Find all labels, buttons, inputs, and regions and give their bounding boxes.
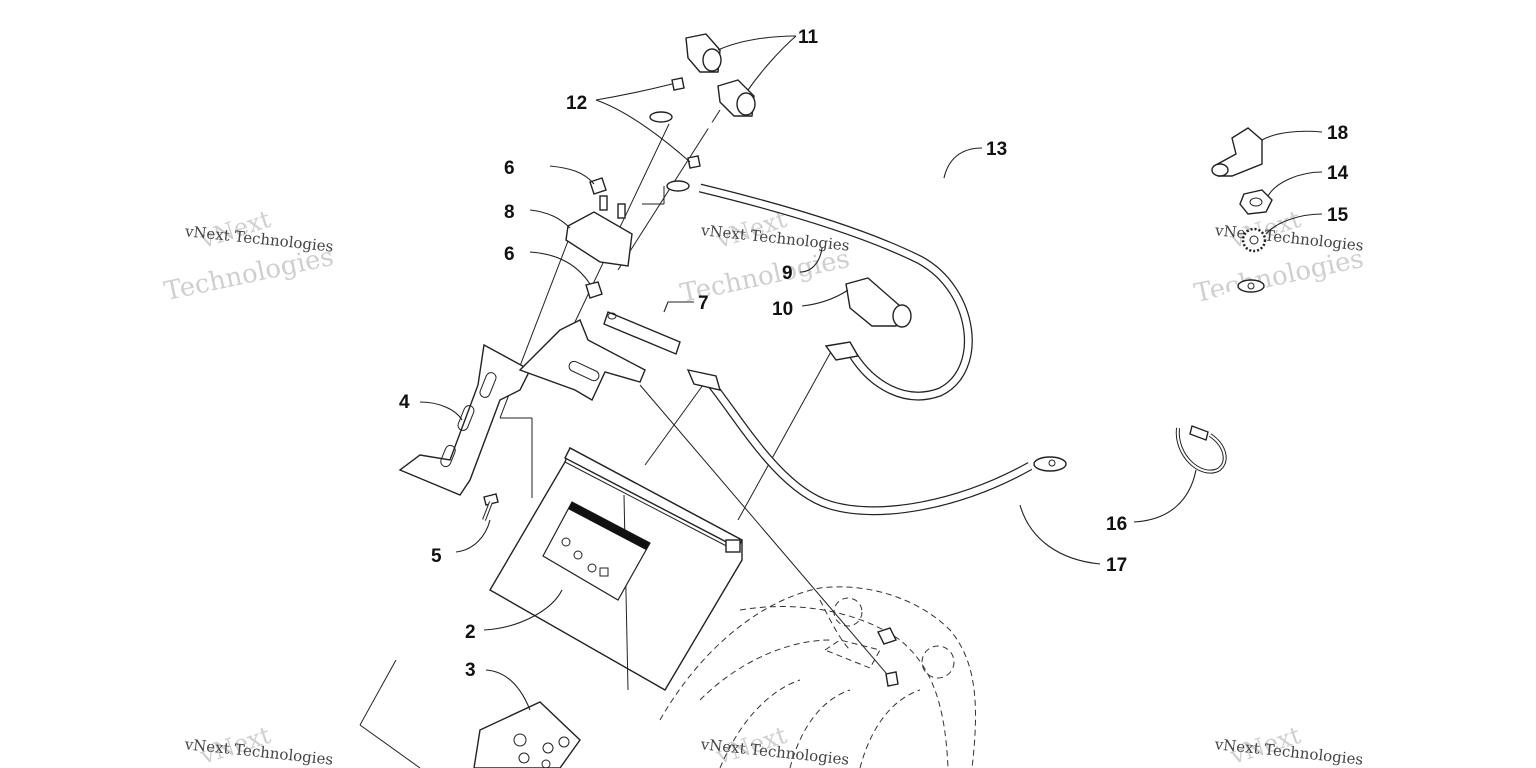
ground-bolt: [877, 627, 899, 687]
callout-label-6-lower: 6: [504, 244, 515, 265]
clamp-16: [1175, 425, 1227, 474]
bracket-4: [398, 343, 531, 496]
warning-label: [542, 501, 651, 601]
callout-label-12: 12: [566, 93, 587, 114]
callout-label-5: 5: [431, 546, 442, 567]
holddown-bracket: [518, 311, 681, 401]
terminal-boots: [685, 33, 1263, 328]
callout-label-3: 3: [465, 660, 476, 681]
nut-and-washer: [1239, 189, 1273, 253]
cable-9: [666, 180, 973, 401]
callout-label-13: 13: [986, 139, 1007, 160]
battery: [489, 446, 743, 691]
callout-label-15: 15: [1327, 205, 1349, 226]
callout-leaders: [419, 35, 1323, 711]
callout-label-8: 8: [504, 202, 515, 223]
small-parts: [482, 77, 701, 521]
callout-label-2: 2: [465, 622, 476, 643]
callout-label-6-upper: 6: [504, 158, 515, 179]
watermark-1: vNext vNext Technologies Technologies: [162, 205, 337, 307]
cable-17: [686, 369, 1067, 516]
callout-label-11: 11: [798, 27, 819, 48]
watermark-5: vNext vNext Technologies: [699, 721, 850, 768]
callout-label-18: 18: [1327, 123, 1348, 144]
callout-label-10: 10: [772, 299, 793, 320]
watermark-word: Technologies: [162, 242, 337, 307]
callout-label-17: 17: [1106, 555, 1127, 576]
callout-label-9: 9: [782, 263, 793, 284]
callout-label-14: 14: [1327, 163, 1349, 184]
callout-labels: 11 12 13 6 8 6 7 9 10 4 5 2 3 18 14 15 1…: [399, 27, 1349, 681]
cable-13: [649, 111, 1265, 326]
watermark-4: vNext vNext Technologies: [183, 721, 334, 768]
callout-label-16: 16: [1106, 514, 1127, 535]
callout-label-4: 4: [399, 392, 410, 413]
alignment-lines: [359, 109, 893, 768]
watermark-6: vNext vNext Technologies: [1213, 721, 1364, 768]
frame-outline: [659, 586, 976, 768]
callout-label-7: 7: [698, 293, 709, 314]
hardware-kit-3: [473, 701, 581, 768]
relay-8: [565, 177, 633, 267]
watermarks: vNext vNext Technologies Technologies vN…: [162, 205, 1367, 768]
